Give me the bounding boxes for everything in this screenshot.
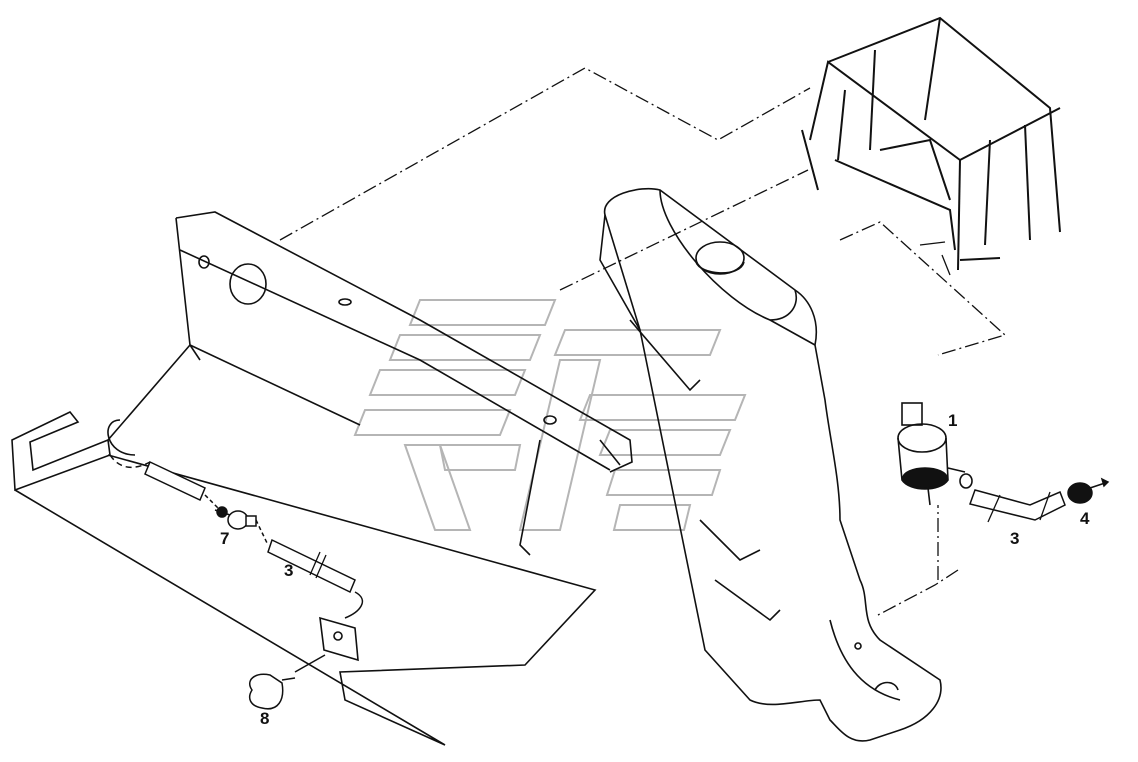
- washer-tank: [599, 187, 942, 742]
- callout-8: 8: [260, 709, 270, 728]
- watermark-logo: [353, 299, 747, 531]
- callout-1: 1: [948, 411, 958, 430]
- callout-4: 4: [1080, 509, 1090, 528]
- callout-3-right: 3: [1010, 529, 1020, 548]
- hose-break-marks: [309, 491, 1051, 579]
- routing-lines: [279, 67, 1007, 616]
- bracket-panel: [11, 211, 633, 746]
- callout-3-left: 3: [284, 561, 294, 580]
- hoses: [144, 460, 1066, 594]
- callout-7: 7: [220, 529, 230, 548]
- cab-dimension-mark: [919, 241, 951, 276]
- fittings: [109, 454, 1110, 710]
- cab-frame: [801, 16, 1061, 271]
- washer-pump: [897, 402, 973, 506]
